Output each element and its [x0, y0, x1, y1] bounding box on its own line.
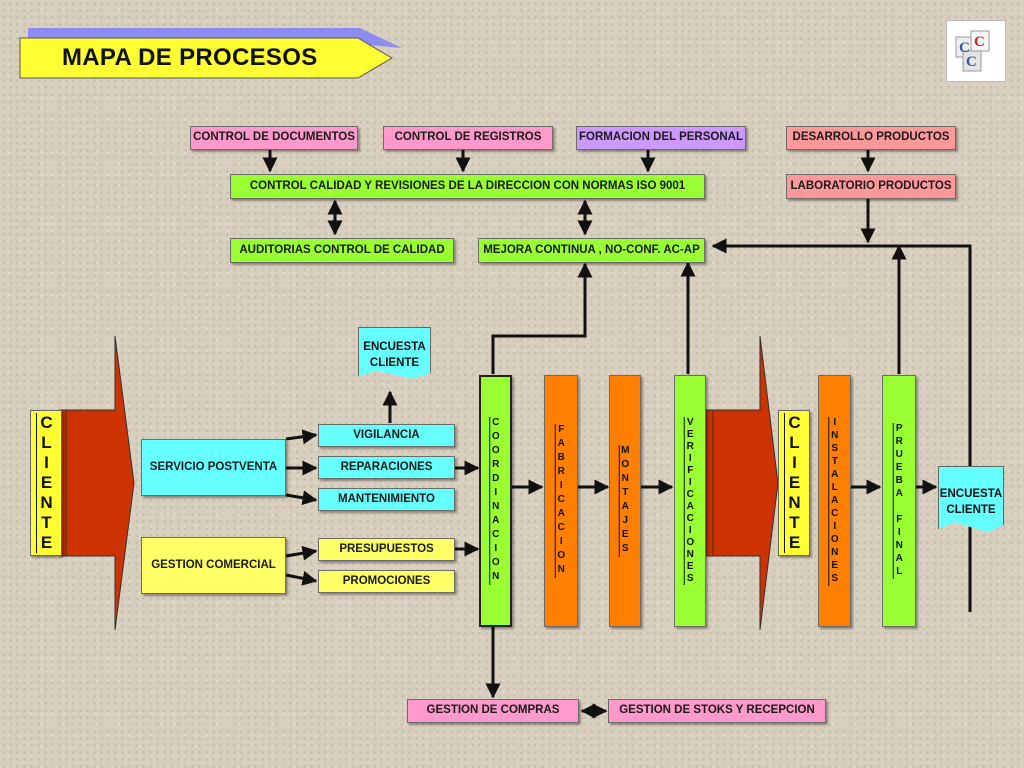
laboratorio-productos-box: LABORATORIO PRODUCTOS	[786, 174, 956, 199]
encuesta-cliente-doc-left: ENCUESTA CLIENTE	[358, 327, 431, 379]
reparaciones-box: REPARACIONES	[318, 456, 455, 479]
mejora-continua-box: MEJORA CONTINUA , NO-CONF. AC-AP	[478, 238, 705, 263]
company-logo: C C C	[946, 20, 1006, 82]
gestion-stoks-box: GESTION DE STOKS Y RECEPCION	[608, 699, 826, 723]
big-arrow-left	[59, 335, 135, 631]
cliente-label-right: CLIENTE	[785, 413, 804, 553]
gestion-comercial-box: GESTION COMERCIAL	[141, 537, 286, 594]
mantenimiento-box: MANTENIMIENTO	[318, 488, 455, 511]
instalaciones-label: INSTALACIONES	[829, 416, 841, 586]
servicio-postventa-box: SERVICIO POSTVENTA	[141, 439, 286, 496]
formacion-personal-box: FORMACION DEL PERSONAL	[576, 126, 746, 150]
vigilancia-box: VIGILANCIA	[318, 424, 455, 447]
prueba-final-column: PRUEBA FINAL	[882, 375, 916, 627]
control-documentos-box: CONTROL DE DOCUMENTOS	[190, 126, 358, 150]
montajes-label: MONTAJES	[619, 445, 631, 557]
fabricacion-label: FABRICACION	[555, 424, 567, 578]
gestion-compras-box: GESTION DE COMPRAS	[407, 699, 579, 723]
logo-letter-2: C	[974, 34, 985, 50]
instalaciones-column: INSTALACIONES	[818, 375, 851, 627]
encuesta-cliente-doc-right: ENCUESTA CLIENTE	[938, 466, 1004, 533]
coordinacion-column: COORDINACION	[479, 375, 512, 627]
big-arrow-right	[705, 335, 779, 631]
control-calidad-box: CONTROL CALIDAD Y REVISIONES DE LA DIREC…	[230, 174, 705, 199]
desarrollo-productos-box: DESARROLLO PRODUCTOS	[786, 126, 956, 150]
control-registros-box: CONTROL DE REGISTROS	[383, 126, 553, 150]
auditorias-box: AUDITORIAS CONTROL DE CALIDAD	[230, 238, 454, 263]
promociones-box: PROMOCIONES	[318, 570, 455, 593]
cliente-label-left: CLIENTE	[37, 413, 56, 553]
fabricacion-column: FABRICACION	[544, 375, 578, 627]
montajes-column: MONTAJES	[609, 375, 641, 627]
verificaciones-label: VERIFICACIONES	[684, 417, 696, 585]
ccc-logo-icon: C C C	[955, 30, 990, 72]
coordinacion-label: COORDINACION	[490, 417, 502, 585]
page-title: MAPA DE PROCESOS	[62, 44, 318, 71]
cliente-box-left: CLIENTE	[30, 410, 62, 556]
verificaciones-column: VERIFICACIONES	[674, 375, 706, 627]
title-banner	[19, 28, 402, 79]
presupuestos-box: PRESUPUESTOS	[318, 538, 455, 561]
arrow-coordinacion-to-mejora	[491, 262, 593, 374]
logo-letter-1: C	[959, 40, 970, 56]
cliente-box-right: CLIENTE	[778, 410, 810, 556]
logo-letter-3: C	[966, 54, 977, 70]
prueba-final-label: PRUEBA FINAL	[893, 423, 905, 579]
